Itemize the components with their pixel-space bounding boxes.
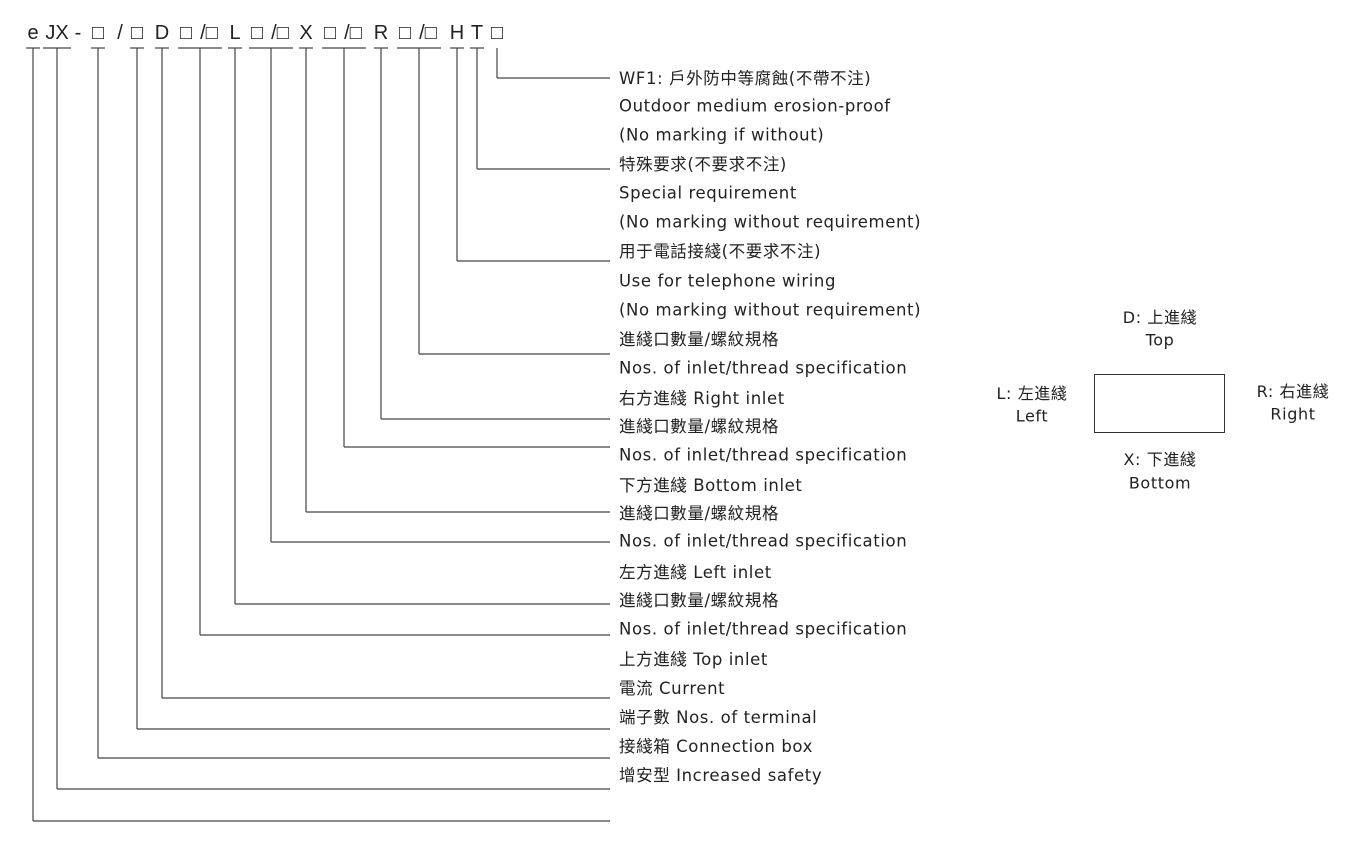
- description-row: 增安型 Increased safety: [619, 766, 823, 785]
- description-row: 特殊要求(不要求不注): [619, 155, 787, 174]
- code-token: □: [250, 22, 264, 44]
- description-row: 下方進綫 Bottom inlet: [619, 476, 803, 495]
- code-token: □: [91, 22, 105, 44]
- description-row: (No marking without requirement): [619, 212, 922, 232]
- code-token: T: [470, 22, 484, 44]
- code-token: □: [323, 22, 337, 44]
- code-token: e: [27, 22, 39, 44]
- description-row: Nos. of inlet/thread specification: [619, 531, 908, 551]
- code-token: L: [229, 22, 241, 44]
- description-row: Special requirement: [619, 183, 797, 203]
- code-token: /□: [200, 22, 218, 44]
- bottom-label-cn: X: 下進綫: [1123, 450, 1197, 469]
- description-row: (No marking without requirement): [619, 300, 922, 320]
- right-label-en: Right: [1270, 404, 1316, 424]
- top-label-en: Top: [1145, 330, 1175, 350]
- right-label-cn: R: 右進綫: [1256, 382, 1330, 401]
- description-row: 進綫口數量/螺紋規格: [619, 591, 780, 610]
- code-token: □: [130, 22, 144, 44]
- code-token: X: [299, 22, 313, 44]
- code-token: /□: [271, 22, 289, 44]
- description-row: 左方進綫 Left inlet: [619, 563, 772, 582]
- description-row: 上方進綫 Top inlet: [619, 650, 768, 669]
- description-row: 進綫口數量/螺紋規格: [619, 504, 780, 523]
- code-token: □: [179, 22, 193, 44]
- code-token: □: [490, 22, 504, 44]
- left-label-cn: L: 左進綫: [996, 384, 1068, 403]
- description-row: 右方進綫 Right inlet: [619, 389, 785, 408]
- description-row: 接綫箱 Connection box: [619, 737, 813, 756]
- description-row: 用于電話接綫(不要求不注): [619, 242, 822, 261]
- bottom-label-en: Bottom: [1128, 473, 1192, 493]
- description-row: WF1: 戶外防中等腐蝕(不帶不注): [619, 69, 872, 88]
- description-row: 進綫口數量/螺紋規格: [619, 417, 780, 436]
- code-token: □: [398, 22, 412, 44]
- code-token: H: [449, 22, 465, 44]
- code-token: /: [117, 22, 123, 44]
- top-label-cn: D: 上進綫: [1122, 308, 1198, 327]
- description-row: 進綫口數量/螺紋規格: [619, 330, 780, 349]
- code-token: D: [154, 22, 170, 44]
- code-token: /□: [419, 22, 437, 44]
- description-row: Nos. of inlet/thread specification: [619, 358, 908, 378]
- code-token: /□: [344, 22, 362, 44]
- description-row: Nos. of inlet/thread specification: [619, 445, 908, 465]
- code-token: -: [74, 22, 82, 44]
- code-token: JX: [45, 22, 69, 44]
- code-token: R: [373, 22, 389, 44]
- description-row: Use for telephone wiring: [619, 271, 837, 291]
- left-label-en: Left: [1015, 406, 1049, 426]
- description-row: 端子數 Nos. of terminal: [619, 708, 818, 727]
- description-row: Nos. of inlet/thread specification: [619, 619, 908, 639]
- description-row: (No marking if without): [619, 125, 825, 145]
- description-row: 電流 Current: [619, 679, 726, 698]
- description-row: Outdoor medium erosion-proof: [619, 96, 891, 116]
- enclosure-box: [1094, 374, 1225, 433]
